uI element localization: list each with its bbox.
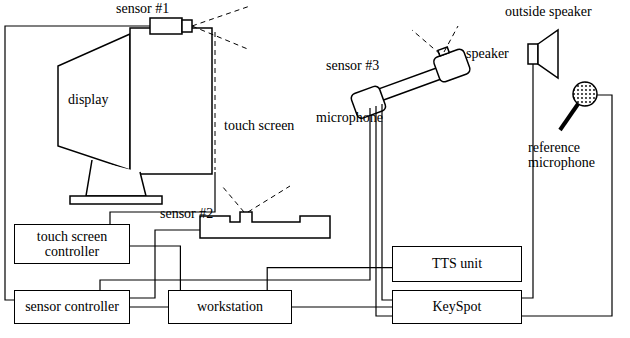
wire [5, 26, 150, 300]
box-label: touch screen controller [21, 229, 123, 260]
sensor-field [444, 26, 458, 52]
wire [522, 95, 612, 316]
process-box: TTS unit [392, 246, 522, 282]
connector [130, 246, 180, 290]
wire [100, 108, 370, 290]
part-label: reference microphone [528, 140, 612, 171]
camera-lens [182, 20, 192, 32]
box-label: TTS unit [432, 256, 482, 271]
monitor-front [130, 28, 212, 174]
box-label: sensor controller [25, 299, 119, 314]
box-label: KeySpot [433, 299, 482, 314]
part-label: display [68, 92, 108, 107]
sensor-field [192, 6, 250, 26]
connector [267, 268, 392, 290]
sensor-field [222, 186, 244, 212]
process-box: sensor controller [14, 290, 130, 324]
process-box: touch screen controller [14, 224, 130, 264]
wire [382, 104, 392, 300]
part-label: sensor #1 [116, 1, 169, 16]
part-label: outside speaker [505, 4, 592, 19]
monitor-stand [70, 196, 162, 204]
speaker-cone [538, 30, 558, 78]
connector [130, 306, 168, 307]
process-box: workstation [168, 290, 292, 324]
wire [522, 64, 533, 298]
wire [110, 172, 215, 224]
wire [130, 230, 200, 298]
part-label: sensor #3 [326, 58, 379, 73]
part-label: speaker [466, 46, 509, 61]
connector [292, 306, 392, 307]
box-label: workstation [197, 299, 263, 314]
handset [346, 42, 474, 119]
wire [376, 106, 392, 316]
sensor-field [412, 30, 440, 54]
speaker-magnet [528, 44, 538, 64]
mic-head [573, 82, 597, 106]
monitor-back [58, 34, 130, 170]
sensor-field [248, 186, 290, 212]
part-label: sensor #2 [160, 206, 213, 221]
part-label: touch screen [224, 118, 294, 133]
touch-screen-surface [215, 32, 216, 170]
part-label: microphone [316, 110, 383, 125]
phone-base [200, 212, 330, 238]
process-box: KeySpot [392, 290, 522, 324]
camera-body [150, 18, 182, 34]
sensor-field [192, 26, 250, 50]
mic-handle [560, 104, 578, 130]
monitor-neck [86, 160, 146, 196]
